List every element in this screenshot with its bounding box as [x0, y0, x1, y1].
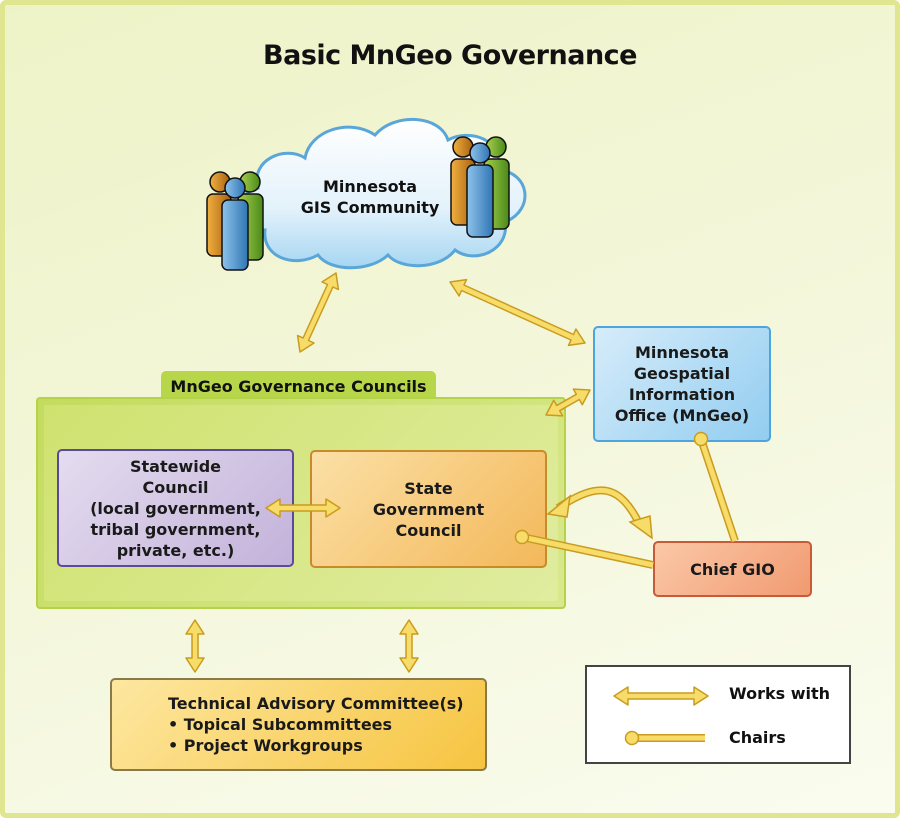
chairs-connector-chief-stategov	[514, 529, 654, 569]
people-group-icon-left	[206, 171, 264, 271]
node-line: Government	[372, 499, 485, 519]
works-with-arrow-mngeo-councils	[545, 388, 591, 417]
node-chief-gio: Chief GIO	[653, 541, 812, 597]
node-line: Information	[628, 385, 736, 404]
node-line: Council	[395, 520, 462, 540]
cloud-line: Minnesota	[323, 177, 417, 196]
people-group-icon-right	[450, 136, 510, 238]
node-technical-advisory-committee: Technical Advisory Committee(s) • Topica…	[110, 678, 487, 771]
legend-label-chairs: Chairs	[729, 728, 786, 747]
works-with-arrow-stategov-chief	[546, 486, 653, 540]
node-mngeo-office: Minnesota Geospatial Information Office …	[593, 326, 771, 442]
node-line: Minnesota	[634, 343, 729, 362]
double-arrow-icon	[613, 686, 709, 706]
works-with-arrow-statewide-stategov	[265, 498, 341, 518]
node-statewide-council: Statewide Council (local government, tri…	[57, 449, 294, 567]
node-line: (local government,	[90, 498, 261, 518]
node-line: Office (MnGeo)	[614, 406, 750, 425]
chairs-connector-icon	[624, 730, 705, 746]
node-line: Chief GIO	[690, 559, 775, 579]
legend-label-works-with: Works with	[729, 684, 830, 703]
node-line: Council	[142, 477, 209, 497]
works-with-arrow-cloud-councils	[296, 272, 340, 353]
node-line: Technical Advisory Committee(s)	[168, 694, 464, 713]
node-line: Geospatial	[633, 364, 731, 383]
legend	[585, 665, 851, 764]
node-line: Statewide	[129, 456, 222, 476]
node-gis-community: Minnesota GIS Community	[270, 176, 470, 218]
chairs-connector-chief-mngeo	[693, 431, 739, 543]
works-with-arrow-councils-tac-right	[399, 619, 419, 673]
works-with-arrow-cloud-mngeo	[449, 278, 586, 347]
node-line: private, etc.)	[116, 540, 235, 560]
diagram-title: Basic MnGeo Governance	[263, 40, 637, 71]
works-with-arrow-councils-tac-left	[185, 619, 205, 673]
node-line: tribal government,	[90, 519, 261, 539]
node-line: • Topical Subcommittees	[168, 715, 393, 734]
node-state-government-council: State Government Council	[310, 450, 547, 568]
node-line: • Project Workgroups	[168, 736, 363, 755]
councils-group-tab: MnGeo Governance Councils	[161, 371, 436, 401]
node-line: State	[404, 478, 453, 498]
cloud-line: GIS Community	[300, 198, 440, 217]
